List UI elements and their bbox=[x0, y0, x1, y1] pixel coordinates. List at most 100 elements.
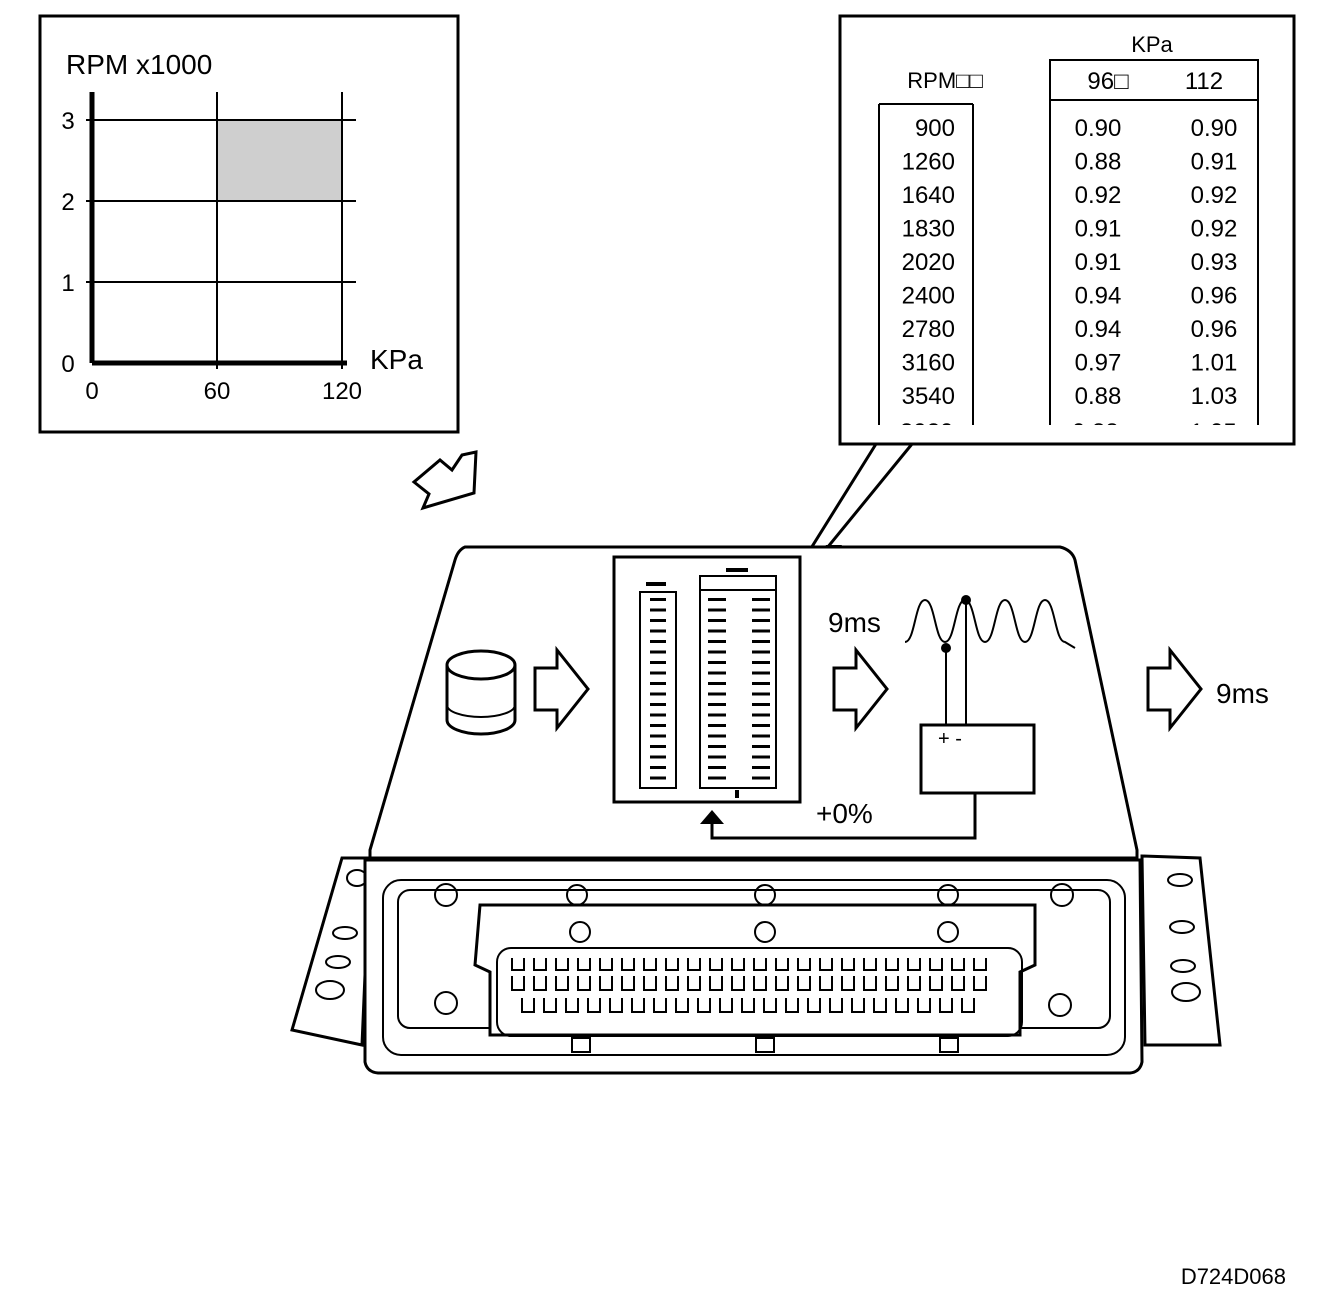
kpa-column-2: 112 bbox=[1185, 68, 1223, 95]
connector-pin bbox=[775, 958, 789, 971]
connector-pin bbox=[797, 958, 811, 971]
connector-pin bbox=[643, 976, 657, 991]
connector-pin bbox=[555, 958, 569, 971]
connector-pin bbox=[731, 958, 745, 971]
connector-pin bbox=[885, 958, 899, 971]
flange-hole bbox=[332, 926, 358, 940]
bezel-screw bbox=[1048, 993, 1072, 1017]
y-tick-label: 2 bbox=[61, 189, 74, 216]
connector-pin bbox=[973, 958, 987, 971]
connector-pin bbox=[675, 998, 689, 1013]
graph-frame bbox=[38, 14, 460, 434]
right-mounting-flange bbox=[1140, 854, 1222, 1047]
value-cell: 0.92 bbox=[1191, 216, 1238, 243]
connector-pin bbox=[929, 958, 943, 971]
value-cell: 0.97 bbox=[1075, 350, 1122, 377]
kpa-header: KPa bbox=[1131, 32, 1173, 57]
sensor-polarity-label: + - bbox=[938, 728, 962, 750]
connector-pin bbox=[863, 958, 877, 971]
y-tick-label: 1 bbox=[61, 270, 74, 297]
flange-hole bbox=[315, 980, 345, 1000]
connector-pin bbox=[543, 998, 557, 1013]
connector-pin bbox=[961, 998, 975, 1013]
connector-pin bbox=[907, 976, 921, 991]
connector-pin bbox=[697, 998, 711, 1013]
connector-pin bbox=[565, 998, 579, 1013]
pulse-out-label: 9ms bbox=[1216, 678, 1269, 709]
connector-pin bbox=[621, 976, 635, 991]
flange-hole bbox=[1167, 873, 1193, 887]
rpm-cell: 1640 bbox=[902, 182, 955, 209]
connector-pin bbox=[973, 976, 987, 991]
flange-hole bbox=[1170, 959, 1196, 973]
connector-pin bbox=[851, 998, 865, 1013]
connector-latch bbox=[939, 1037, 959, 1053]
value-cell: 0.91 bbox=[1075, 216, 1122, 243]
cut-off-row-c1: 0.88 bbox=[1072, 419, 1119, 446]
connector-pin bbox=[511, 976, 525, 991]
value-cell: 0.92 bbox=[1075, 182, 1122, 209]
mini-map-table bbox=[612, 555, 802, 804]
connector-pin bbox=[885, 976, 899, 991]
connector-bezel bbox=[382, 879, 1126, 1056]
connector-pin bbox=[939, 998, 953, 1013]
connector-pin bbox=[753, 976, 767, 991]
connector-screw bbox=[937, 921, 959, 943]
cut-off-row: 3920 bbox=[900, 419, 953, 446]
connector-pin bbox=[599, 976, 613, 991]
rpm-cell: 2020 bbox=[902, 249, 955, 276]
connector-pin bbox=[577, 976, 591, 991]
rpm-cell: 3540 bbox=[902, 383, 955, 410]
pulse-waveform bbox=[904, 598, 1076, 649]
rpm-cell: 900 bbox=[915, 115, 955, 142]
rpm-cell: 1260 bbox=[902, 149, 955, 176]
value-cell: 0.92 bbox=[1191, 182, 1238, 209]
connector-pin bbox=[873, 998, 887, 1013]
x-tick-label: 60 bbox=[204, 378, 231, 405]
value-cell: 0.88 bbox=[1075, 383, 1122, 410]
kpa-header-box bbox=[1049, 59, 1259, 101]
connector-pin bbox=[521, 998, 535, 1013]
value-cell: 0.91 bbox=[1075, 249, 1122, 276]
output-arrow-icon bbox=[1146, 645, 1203, 733]
connector-pin bbox=[841, 958, 855, 971]
y-tick-label: 0 bbox=[61, 351, 74, 378]
connector-pin bbox=[555, 976, 569, 991]
connector-pin bbox=[587, 998, 601, 1013]
value-cell: 0.96 bbox=[1191, 283, 1238, 310]
connector-pin bbox=[741, 998, 755, 1013]
connector-pin bbox=[643, 958, 657, 971]
rpm-cell: 1830 bbox=[902, 216, 955, 243]
connector-pin bbox=[819, 976, 833, 991]
connector-pin bbox=[665, 958, 679, 971]
connector-pin bbox=[533, 958, 547, 971]
connector-pin bbox=[599, 958, 613, 971]
sensor-cylinder-icon bbox=[445, 649, 517, 736]
connector-pin bbox=[775, 976, 789, 991]
connector-pin bbox=[807, 998, 821, 1013]
connector-screw bbox=[754, 921, 776, 943]
value-cell: 0.91 bbox=[1191, 149, 1238, 176]
connector-pin bbox=[577, 958, 591, 971]
y-tick-label: 3 bbox=[61, 108, 74, 135]
rpm-cell: 2780 bbox=[902, 316, 955, 343]
connector-pin bbox=[719, 998, 733, 1013]
connector-pin bbox=[653, 998, 667, 1013]
connector-latch bbox=[755, 1037, 775, 1053]
feedback-line bbox=[710, 793, 977, 840]
cut-off-row-c2: 1.05 bbox=[1190, 419, 1237, 446]
connector-screw bbox=[569, 921, 591, 943]
highlight-region bbox=[217, 120, 342, 201]
connector-pin bbox=[829, 998, 843, 1013]
kpa-column-1: 96□ bbox=[1087, 68, 1129, 95]
connector-pin bbox=[631, 998, 645, 1013]
connector-pin bbox=[621, 958, 635, 971]
